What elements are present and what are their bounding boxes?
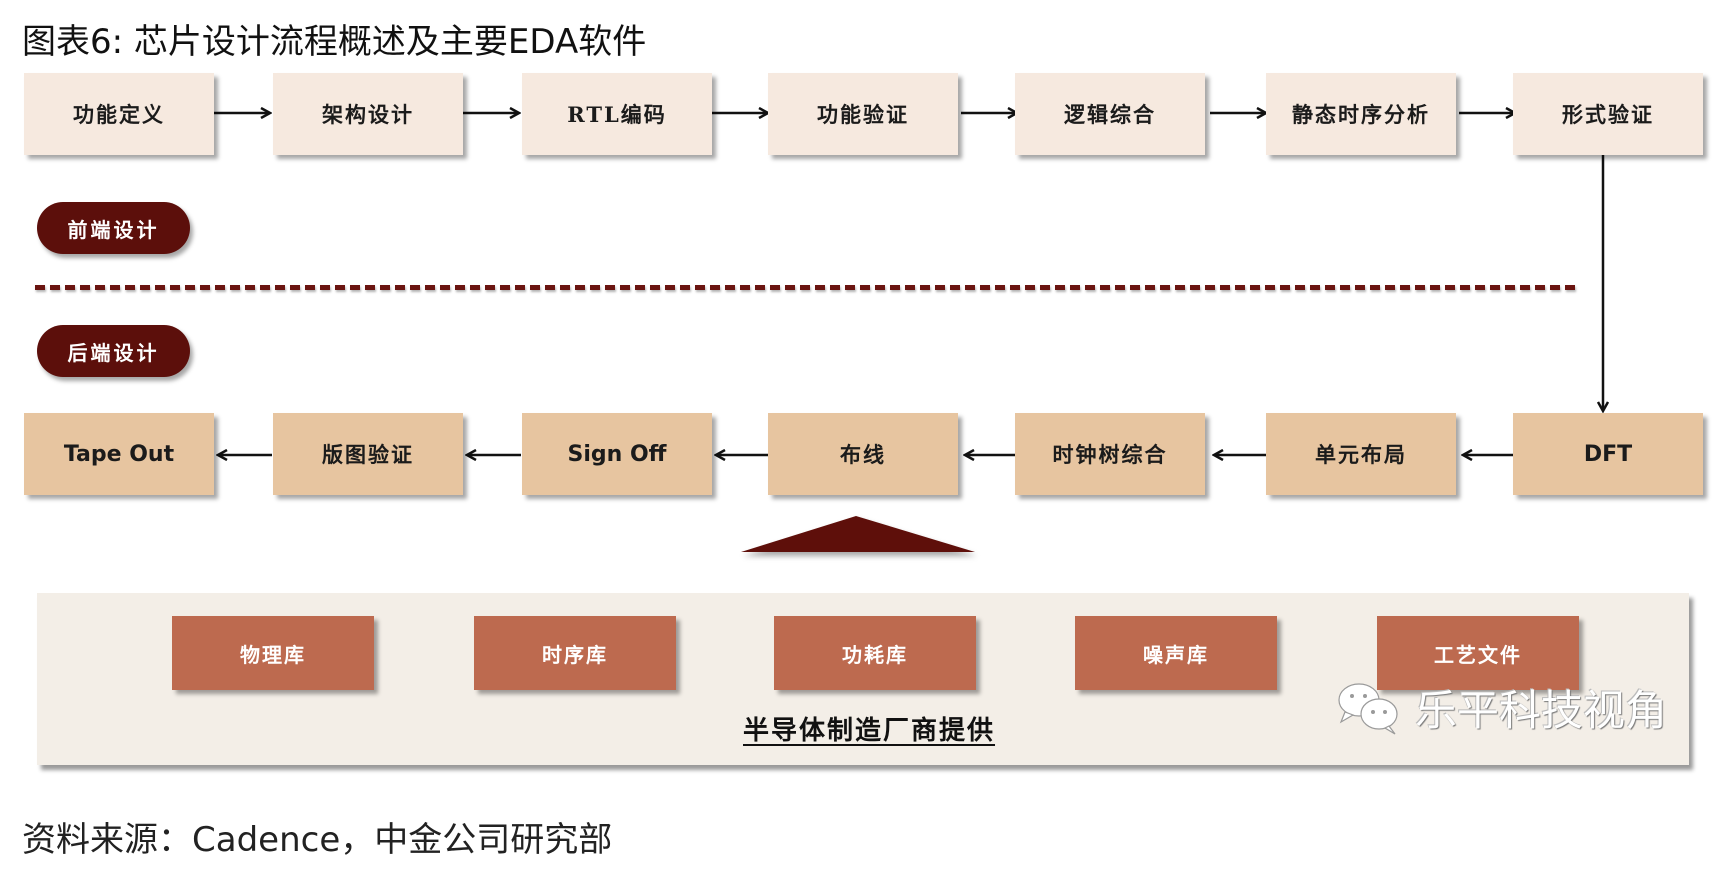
library-physical: 物理库 bbox=[172, 616, 374, 690]
watermark: 乐平科技视角 bbox=[1335, 677, 1667, 738]
step-functional-definition: 功能定义 bbox=[24, 73, 214, 155]
provider-label: 半导体制造厂商提供 bbox=[743, 716, 996, 746]
frontend-backend-divider bbox=[35, 285, 1575, 290]
step-rtl-coding: RTL编码 bbox=[522, 73, 712, 155]
step-layout-verification: 版图验证 bbox=[273, 413, 463, 495]
watermark-text: 乐平科技视角 bbox=[1415, 686, 1668, 735]
library-process-file: 工艺文件 bbox=[1377, 616, 1579, 690]
step-static-timing-analysis: 静态时序分析 bbox=[1266, 73, 1456, 155]
step-routing: 布线 bbox=[768, 413, 958, 495]
step-formal-verification: 形式验证 bbox=[1513, 73, 1703, 155]
frontend-label: 前端设计 bbox=[37, 202, 190, 254]
backend-label: 后端设计 bbox=[37, 325, 190, 377]
step-logic-synthesis: 逻辑综合 bbox=[1015, 73, 1205, 155]
support-triangle bbox=[741, 516, 975, 552]
step-clock-tree-synthesis: 时钟树综合 bbox=[1015, 413, 1205, 495]
step-functional-verification: 功能验证 bbox=[768, 73, 958, 155]
library-power: 功耗库 bbox=[774, 616, 976, 690]
figure-title: 图表6: 芯片设计流程概述及主要EDA软件 bbox=[22, 22, 647, 62]
step-sign-off: Sign Off bbox=[522, 413, 712, 495]
source-note: 资料来源：Cadence，中金公司研究部 bbox=[22, 820, 613, 860]
step-dft: DFT bbox=[1513, 413, 1703, 495]
step-cell-placement: 单元布局 bbox=[1266, 413, 1456, 495]
step-tape-out: Tape Out bbox=[24, 413, 214, 495]
wechat-icon bbox=[1338, 682, 1398, 735]
library-timing: 时序库 bbox=[474, 616, 676, 690]
step-architecture-design: 架构设计 bbox=[273, 73, 463, 155]
library-noise: 噪声库 bbox=[1075, 616, 1277, 690]
